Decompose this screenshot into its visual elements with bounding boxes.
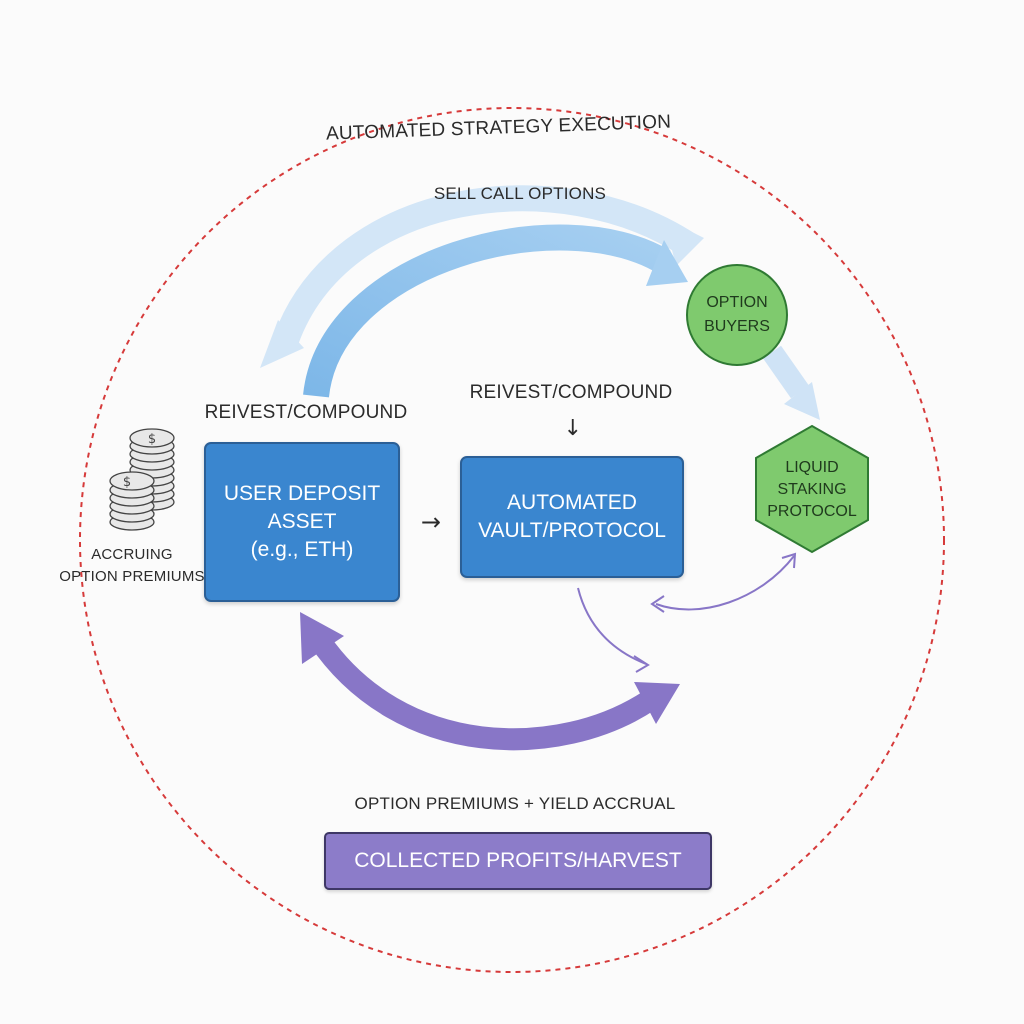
outer-dashed-loop: [79, 107, 945, 973]
liquid-staking-line1: LIQUID: [785, 459, 839, 476]
svg-text:$: $: [123, 475, 131, 490]
user-deposit-line3: (e.g., ETH): [250, 538, 354, 561]
vault-line1: AUTOMATED: [507, 491, 637, 514]
svg-text:$: $: [148, 432, 156, 447]
coin-stack-icon: $ $: [109, 428, 175, 531]
right-arrow-icon: →: [420, 508, 442, 536]
liquid-staking-label: LIQUID STAKING PROTOCOL: [756, 448, 868, 532]
accruing-label-line2: OPTION PREMIUMS: [59, 568, 205, 585]
liquid-staking-line2: STAKING: [777, 481, 847, 498]
sell-call-options-label: SELL CALL OPTIONS: [433, 184, 607, 203]
down-arrow-icon: ↓: [563, 416, 583, 441]
option-buyers-line1: OPTION: [706, 294, 768, 311]
collected-profits-label: COLLECTED PROFITS/HARVEST: [354, 849, 682, 872]
option-buyers-line2: BUYERS: [704, 318, 770, 335]
reinvest-compound-center-label: REIVEST/COMPOUND: [469, 382, 673, 403]
premiums-yield-label: OPTION PREMIUMS + YIELD ACCRUAL: [354, 794, 676, 813]
collected-profits-node[interactable]: COLLECTED PROFITS/HARVEST: [324, 832, 712, 890]
vault-to-profit-arrow: [577, 587, 650, 673]
accruing-label-line1: ACCRUING: [91, 546, 173, 563]
profit-flow-arrow: [300, 612, 680, 751]
vault-staking-link-arrow: [650, 552, 797, 613]
automated-vault-node[interactable]: AUTOMATED VAULT/PROTOCOL: [460, 456, 684, 578]
user-deposit-node[interactable]: USER DEPOSIT ASSET (e.g., ETH): [204, 442, 400, 602]
light-blue-return-arrow: [260, 185, 704, 368]
reinvest-compound-left-label: REIVEST/COMPOUND: [204, 402, 408, 423]
option-buyers-node[interactable]: OPTION BUYERS: [686, 264, 788, 366]
user-deposit-line1: USER DEPOSIT: [223, 482, 381, 505]
vault-line2: VAULT/PROTOCOL: [478, 519, 666, 542]
liquid-staking-hexagon[interactable]: [755, 424, 869, 554]
sell-options-arrow: [303, 224, 688, 398]
buyers-to-staking-arrow: [762, 345, 820, 420]
accruing-premiums-label: ACCRUING OPTION PREMIUMS: [52, 544, 212, 588]
liquid-staking-line3: PROTOCOL: [767, 503, 857, 520]
user-deposit-line2: ASSET: [267, 510, 337, 533]
